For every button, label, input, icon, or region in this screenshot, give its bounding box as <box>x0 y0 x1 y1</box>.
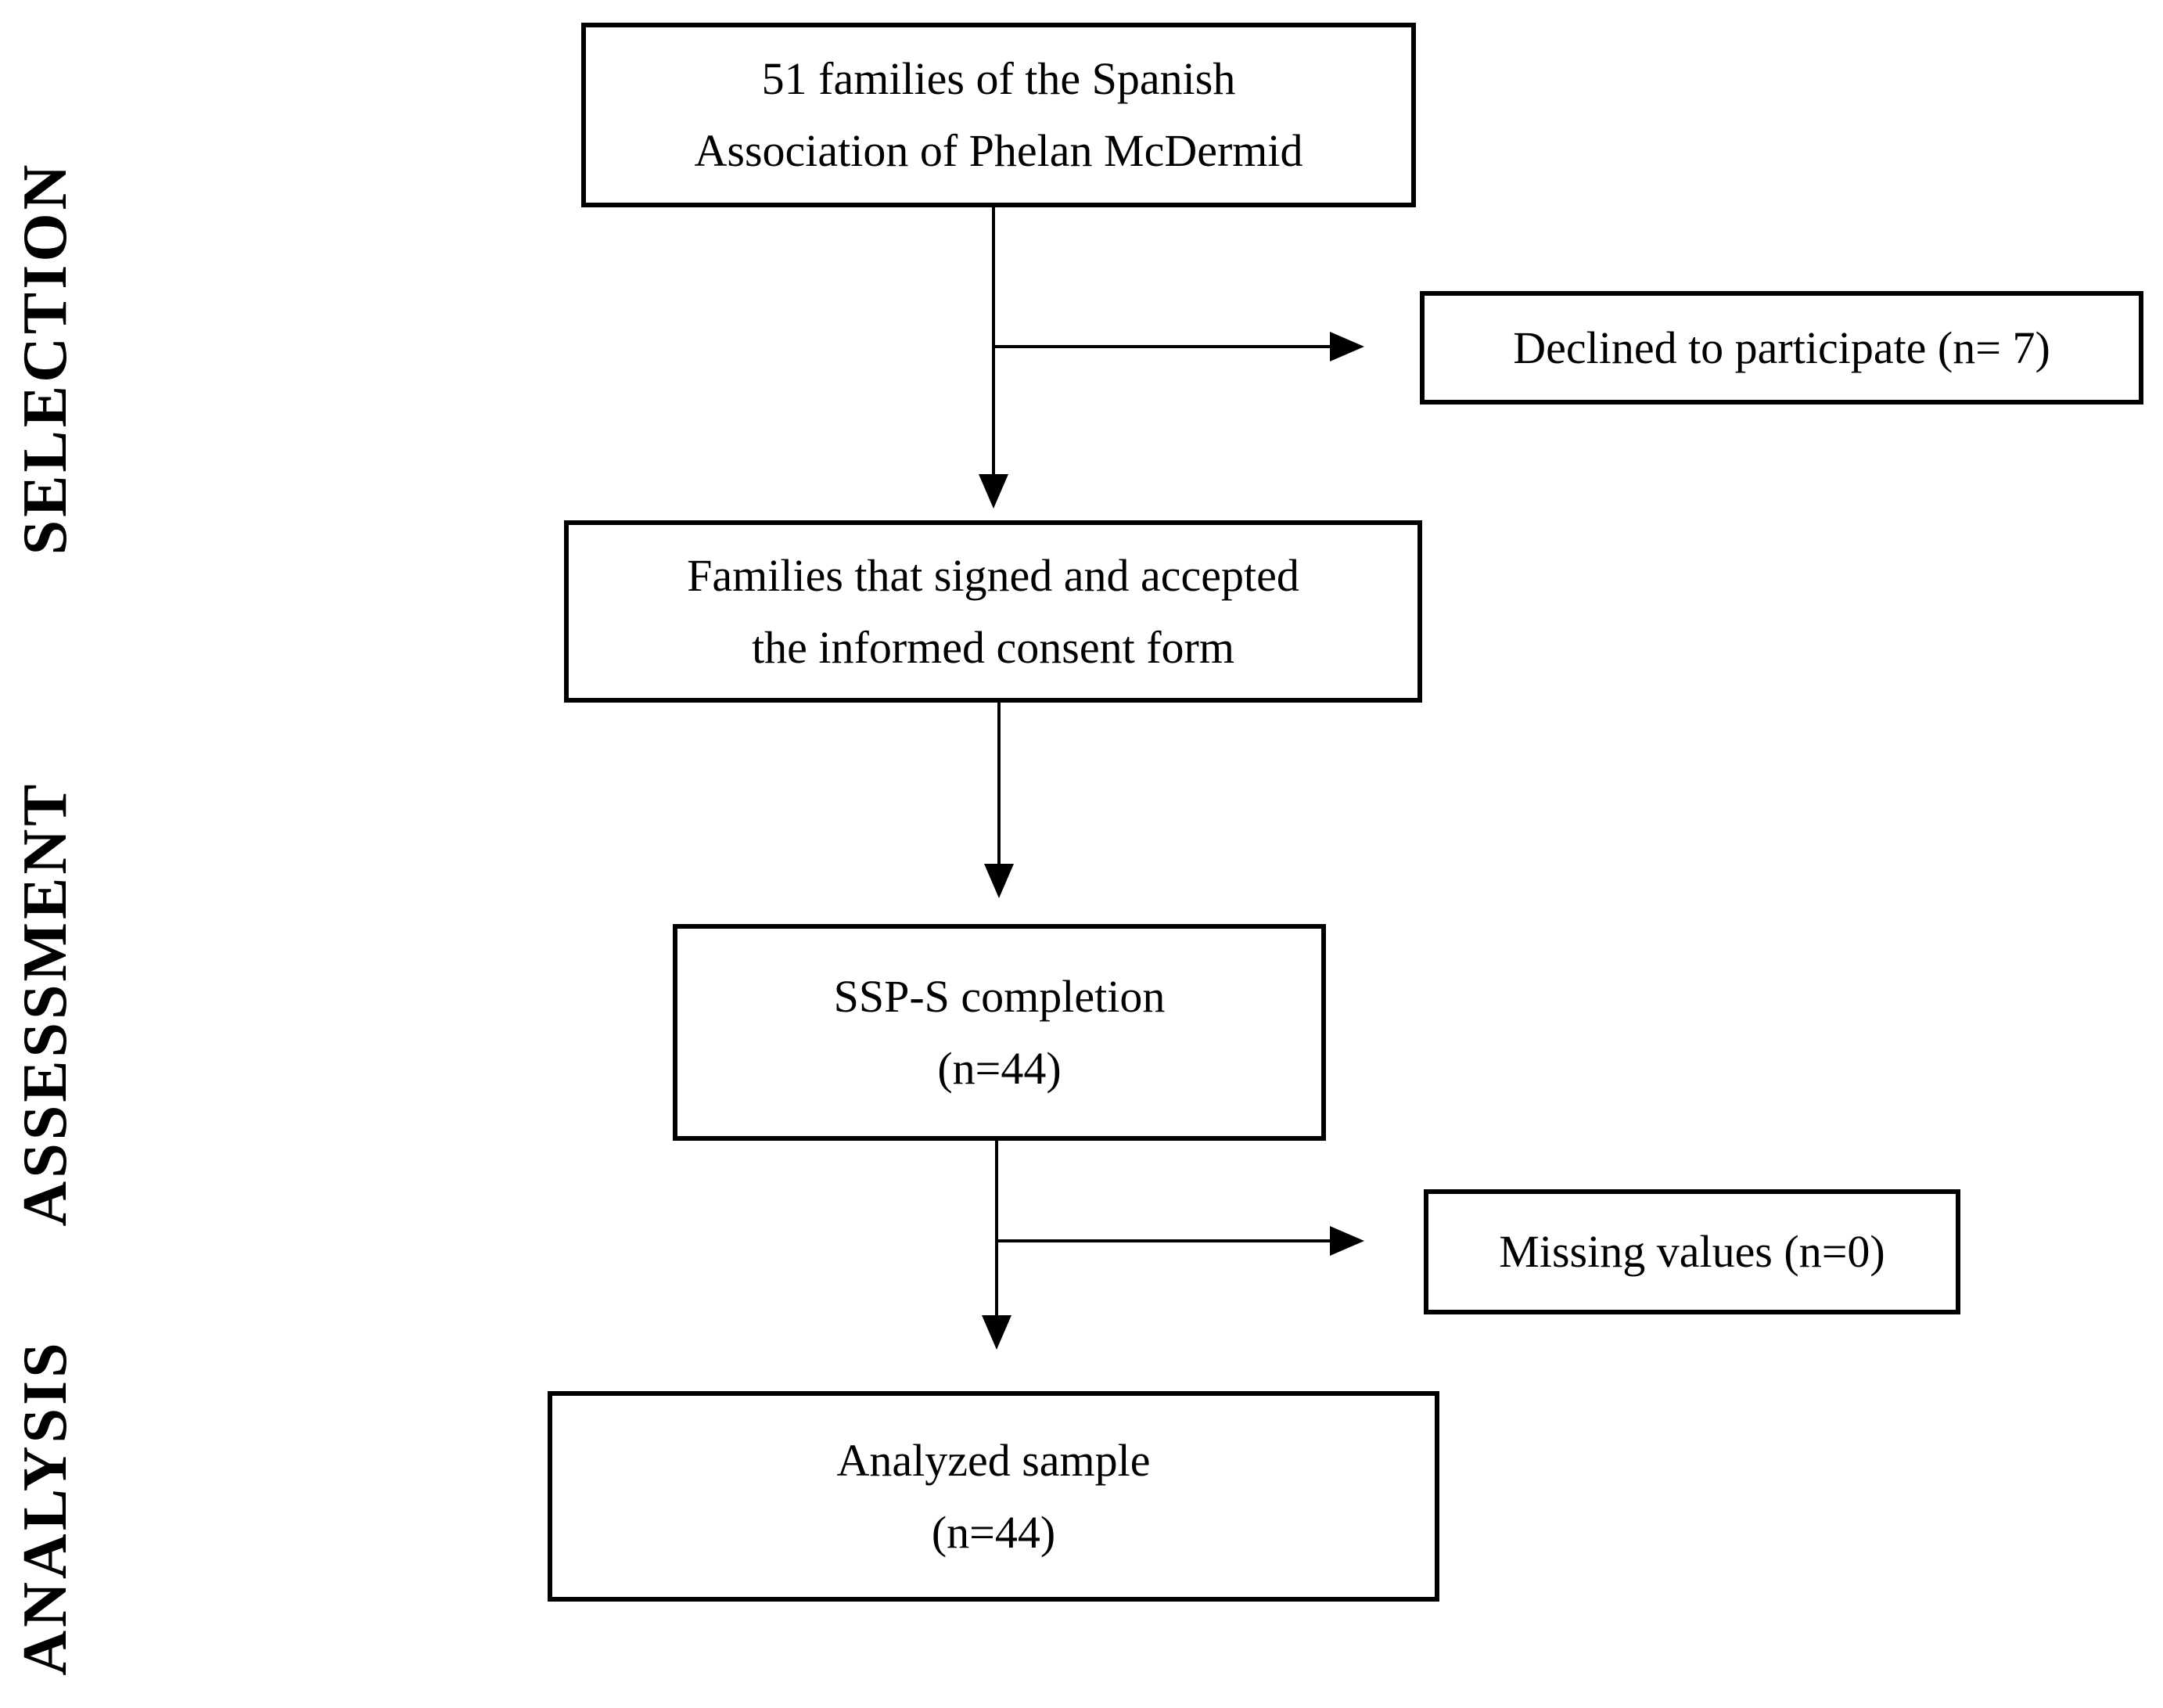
box-declined-to-participate: Declined to participate (n= 7) <box>1420 291 2143 405</box>
box-analyzed-line1: Analyzed sample <box>836 1434 1151 1486</box>
box-missing-line1: Missing values (n=0) <box>1499 1226 1885 1277</box>
box-initial-families: 51 families of the Spanish Association o… <box>581 23 1416 207</box>
arrow-ssp-to-analyzed-head-icon <box>982 1315 1011 1350</box>
box-missing-values: Missing values (n=0) <box>1424 1189 1960 1314</box>
box-ssp-line2: (n=44) <box>937 1042 1062 1094</box>
box-ssp-line1: SSP-S completion <box>833 970 1166 1022</box>
box-analyzed-sample: Analyzed sample (n=44) <box>548 1391 1439 1602</box>
box-initial-line2: Association of Phelan McDermid <box>694 125 1303 176</box>
box-consent-line1: Families that signed and accepted <box>687 549 1299 601</box>
box-signed-consent: Families that signed and accepted the in… <box>564 520 1422 703</box>
box-declined-line1: Declined to participate (n= 7) <box>1513 322 2050 373</box>
box-analyzed-line2: (n=44) <box>931 1506 1056 1558</box>
arrow-branch-declined-head-icon <box>1330 332 1364 361</box>
arrow-consent-to-ssp-head-icon <box>984 864 1014 898</box>
box-ssp-completion: SSP-S completion (n=44) <box>673 924 1326 1141</box>
arrow-initial-to-consent-head-icon <box>979 474 1008 509</box>
box-consent-line2: the informed consent form <box>752 621 1234 673</box>
arrow-branch-missing-head-icon <box>1330 1226 1364 1256</box>
box-initial-line1: 51 families of the Spanish <box>761 53 1236 104</box>
